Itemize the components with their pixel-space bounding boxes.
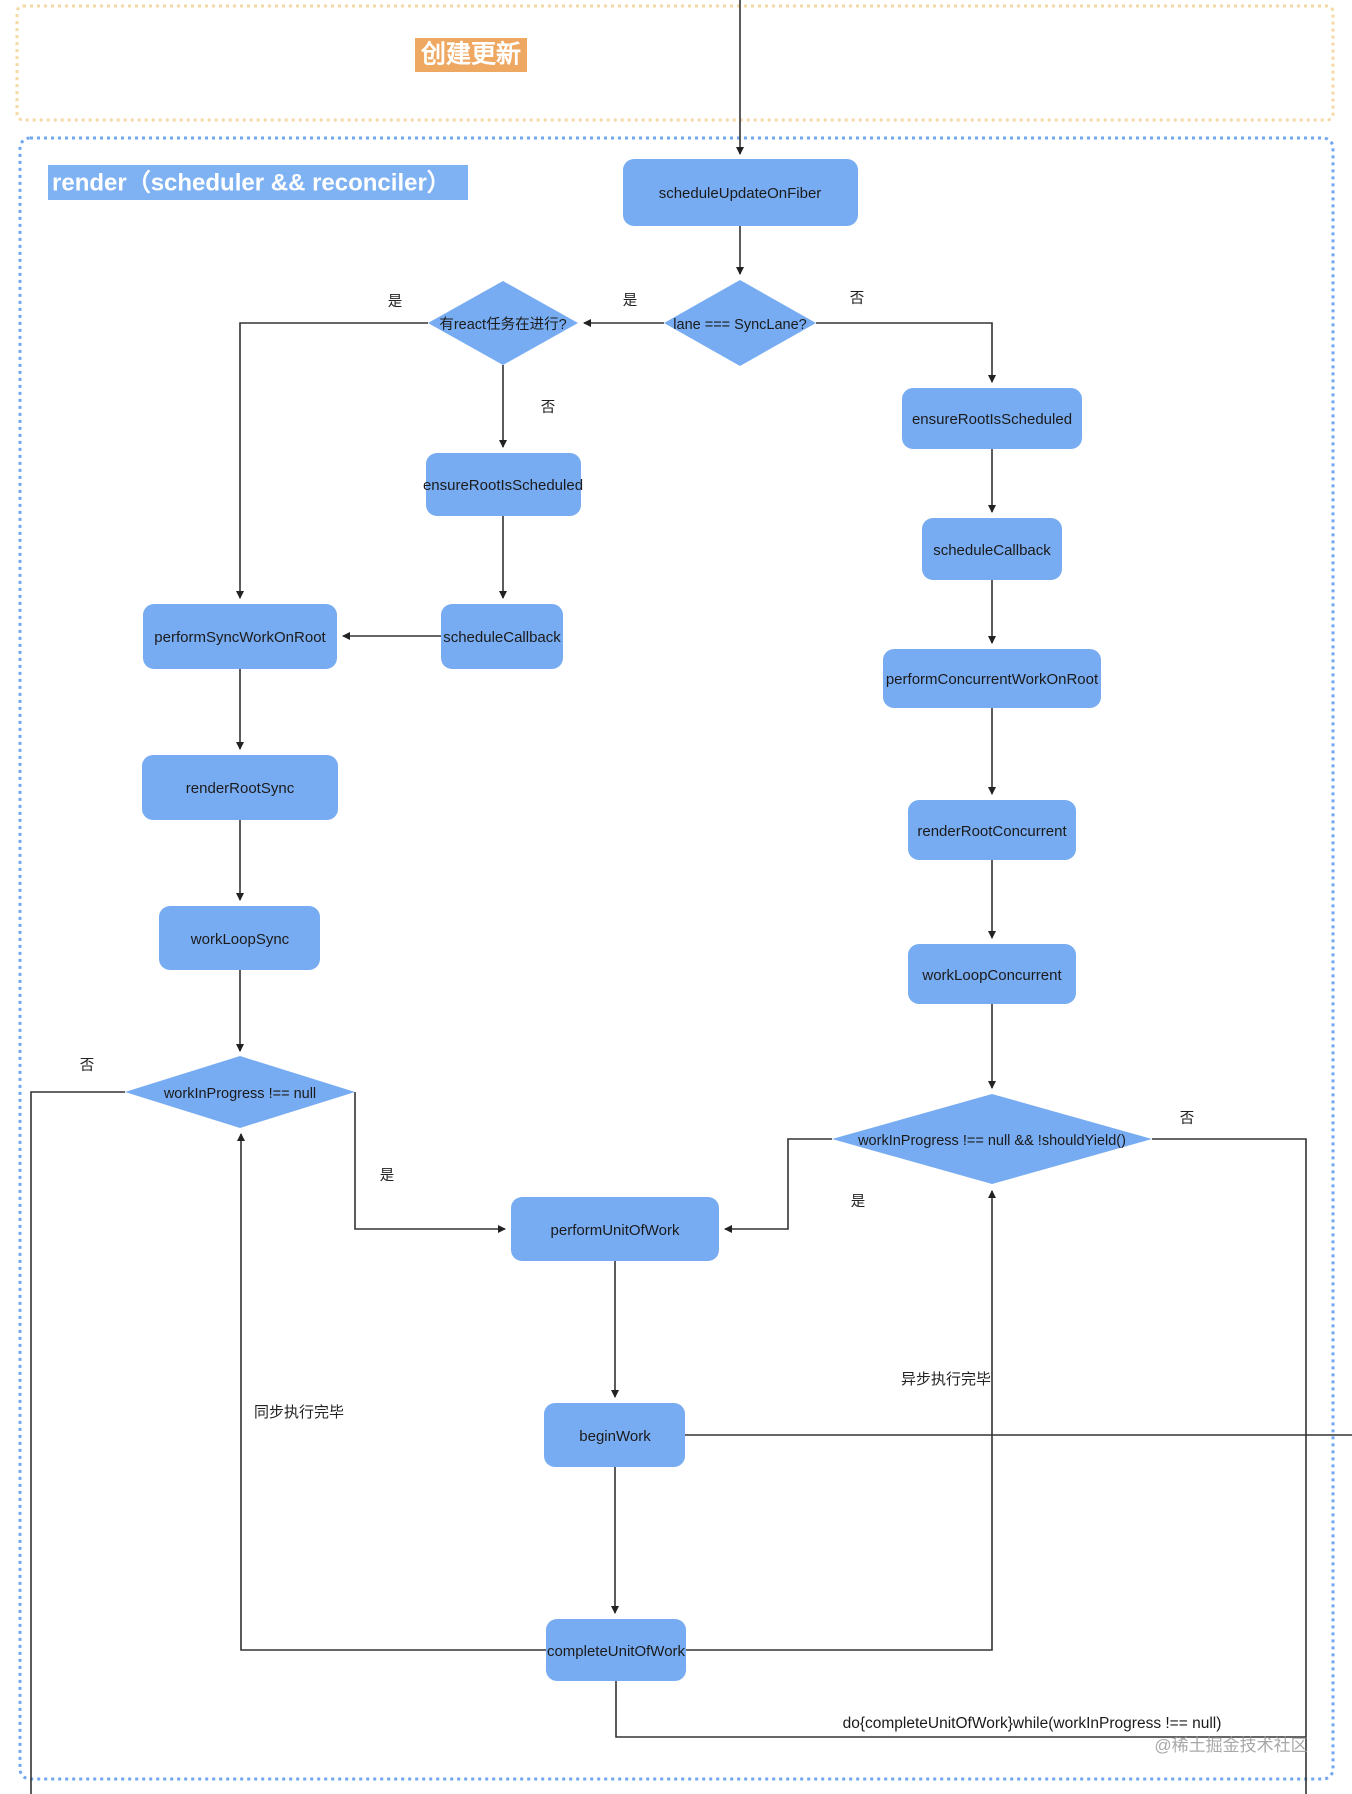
render-title: render（scheduler && reconciler） [52, 169, 451, 196]
edge-completeUnitOfWork-dowhile-loop [615, 1681, 1306, 1738]
edge-completeUnitOfWork-asyncReturn-to-wipYieldDecision [686, 1190, 996, 1651]
node-scheduleUpdateOnFiber-label: scheduleUpdateOnFiber [659, 185, 822, 202]
process-nodes: scheduleUpdateOnFiber ensureRootIsSchedu… [142, 159, 1101, 1681]
annotations: 同步执行完毕 异步执行完毕 do{completeUnitOfWork}whil… [254, 1371, 1308, 1755]
node-beginWork [544, 1403, 685, 1467]
create-update-title-bg [415, 38, 527, 72]
decision-react-task-running-label: 有react任务在进行? [439, 316, 566, 333]
edge-labels: 是 否 是 否 否 是 是 否 [80, 291, 1195, 1210]
node-completeUnitOfWork [546, 1619, 686, 1681]
node-completeUnitOfWork-label: completeUnitOfWork [547, 1643, 686, 1660]
node-beginWork-label: beginWork [579, 1428, 651, 1445]
render-section-border [18, 136, 1335, 1781]
node-performUnitOfWork [511, 1197, 719, 1261]
label-no-lane-to-right: 否 [850, 291, 865, 307]
edge-wipDecision-yes-to-performUnitOfWork [354, 1092, 506, 1233]
node-performSyncWorkOnRoot-label: performSyncWorkOnRoot [154, 629, 326, 646]
watermark: @稀土掘金技术社区 [1154, 1736, 1307, 1755]
node-performConcurrentWorkOnRoot-label: performConcurrentWorkOnRoot [886, 671, 1099, 688]
edge-completeUnitOfWork-syncReturn-to-wipDecision [237, 1133, 546, 1651]
node-scheduleUpdateOnFiber [623, 159, 858, 226]
label-no-wip-decision: 否 [80, 1058, 95, 1074]
edges [30, 0, 1352, 1794]
node-scheduleCallback-left [441, 604, 563, 669]
label-yes-react-to-performsync: 是 [388, 294, 403, 310]
decision-workinprogress-not-null [125, 1056, 355, 1128]
node-workLoopSync [159, 906, 320, 970]
decision-react-task-running [428, 281, 578, 365]
node-ensureRootIsScheduled-left-label: ensureRootIsScheduled [423, 477, 583, 494]
node-renderRootSync [142, 755, 338, 820]
node-renderRootConcurrent-label: renderRootConcurrent [917, 823, 1067, 840]
annotation-async-done: 异步执行完毕 [901, 1371, 991, 1388]
node-performUnitOfWork-label: performUnitOfWork [551, 1222, 680, 1239]
node-ensureRootIsScheduled-left [426, 453, 581, 516]
edge-wipYieldDecision-no-exit-bottom [1152, 1138, 1307, 1794]
node-workLoopSync-label: workLoopSync [190, 931, 290, 948]
label-yes-lane-to-react: 是 [623, 293, 638, 309]
edge-laneDecision-no-to-ensureRootRight [816, 322, 996, 383]
annotation-sync-done: 同步执行完毕 [254, 1404, 344, 1421]
decision-lane-is-synclane-label: lane === SyncLane? [673, 317, 806, 333]
node-scheduleCallback-right-label: scheduleCallback [933, 542, 1051, 559]
create-update-section-border [15, 4, 1335, 122]
create-update-title: 创建更新 [420, 40, 521, 69]
node-renderRootSync-label: renderRootSync [186, 780, 295, 797]
node-ensureRootIsScheduled-right [902, 388, 1082, 449]
node-ensureRootIsScheduled-right-label: ensureRootIsScheduled [912, 411, 1072, 428]
label-no-wipyield-decision: 否 [1180, 1111, 1195, 1127]
node-workLoopConcurrent-label: workLoopConcurrent [921, 967, 1062, 984]
decision-wip-not-null-and-no-yield [832, 1094, 1152, 1184]
node-performConcurrentWorkOnRoot [883, 649, 1101, 708]
node-workLoopConcurrent [908, 944, 1076, 1004]
label-no-react-to-ensureroot: 否 [541, 400, 556, 416]
label-yes-wip-decision: 是 [380, 1168, 395, 1184]
render-title-bg [48, 165, 468, 200]
node-scheduleCallback-left-label: scheduleCallback [443, 629, 561, 646]
decision-lane-is-synclane [664, 280, 816, 366]
decision-wip-not-null-and-no-yield-label: workInProgress !== null && !shouldYield(… [857, 1133, 1126, 1149]
node-scheduleCallback-right [922, 518, 1062, 580]
edge-wipDecision-no-exit-bottom [30, 1091, 125, 1794]
annotation-do-while: do{completeUnitOfWork}while(workInProgre… [843, 1715, 1222, 1732]
label-yes-wipyield-decision: 是 [851, 1194, 866, 1210]
node-performSyncWorkOnRoot [143, 604, 337, 669]
decision-workinprogress-not-null-label: workInProgress !== null [163, 1086, 316, 1102]
edge-wipYieldDecision-yes-to-performUnitOfWork [724, 1138, 832, 1233]
edge-reactTaskDecision-yes-to-performSyncWorkOnRoot [236, 322, 428, 599]
decision-nodes: lane === SyncLane? 有react任务在进行? workInPr… [125, 280, 1152, 1184]
node-renderRootConcurrent [908, 800, 1076, 860]
